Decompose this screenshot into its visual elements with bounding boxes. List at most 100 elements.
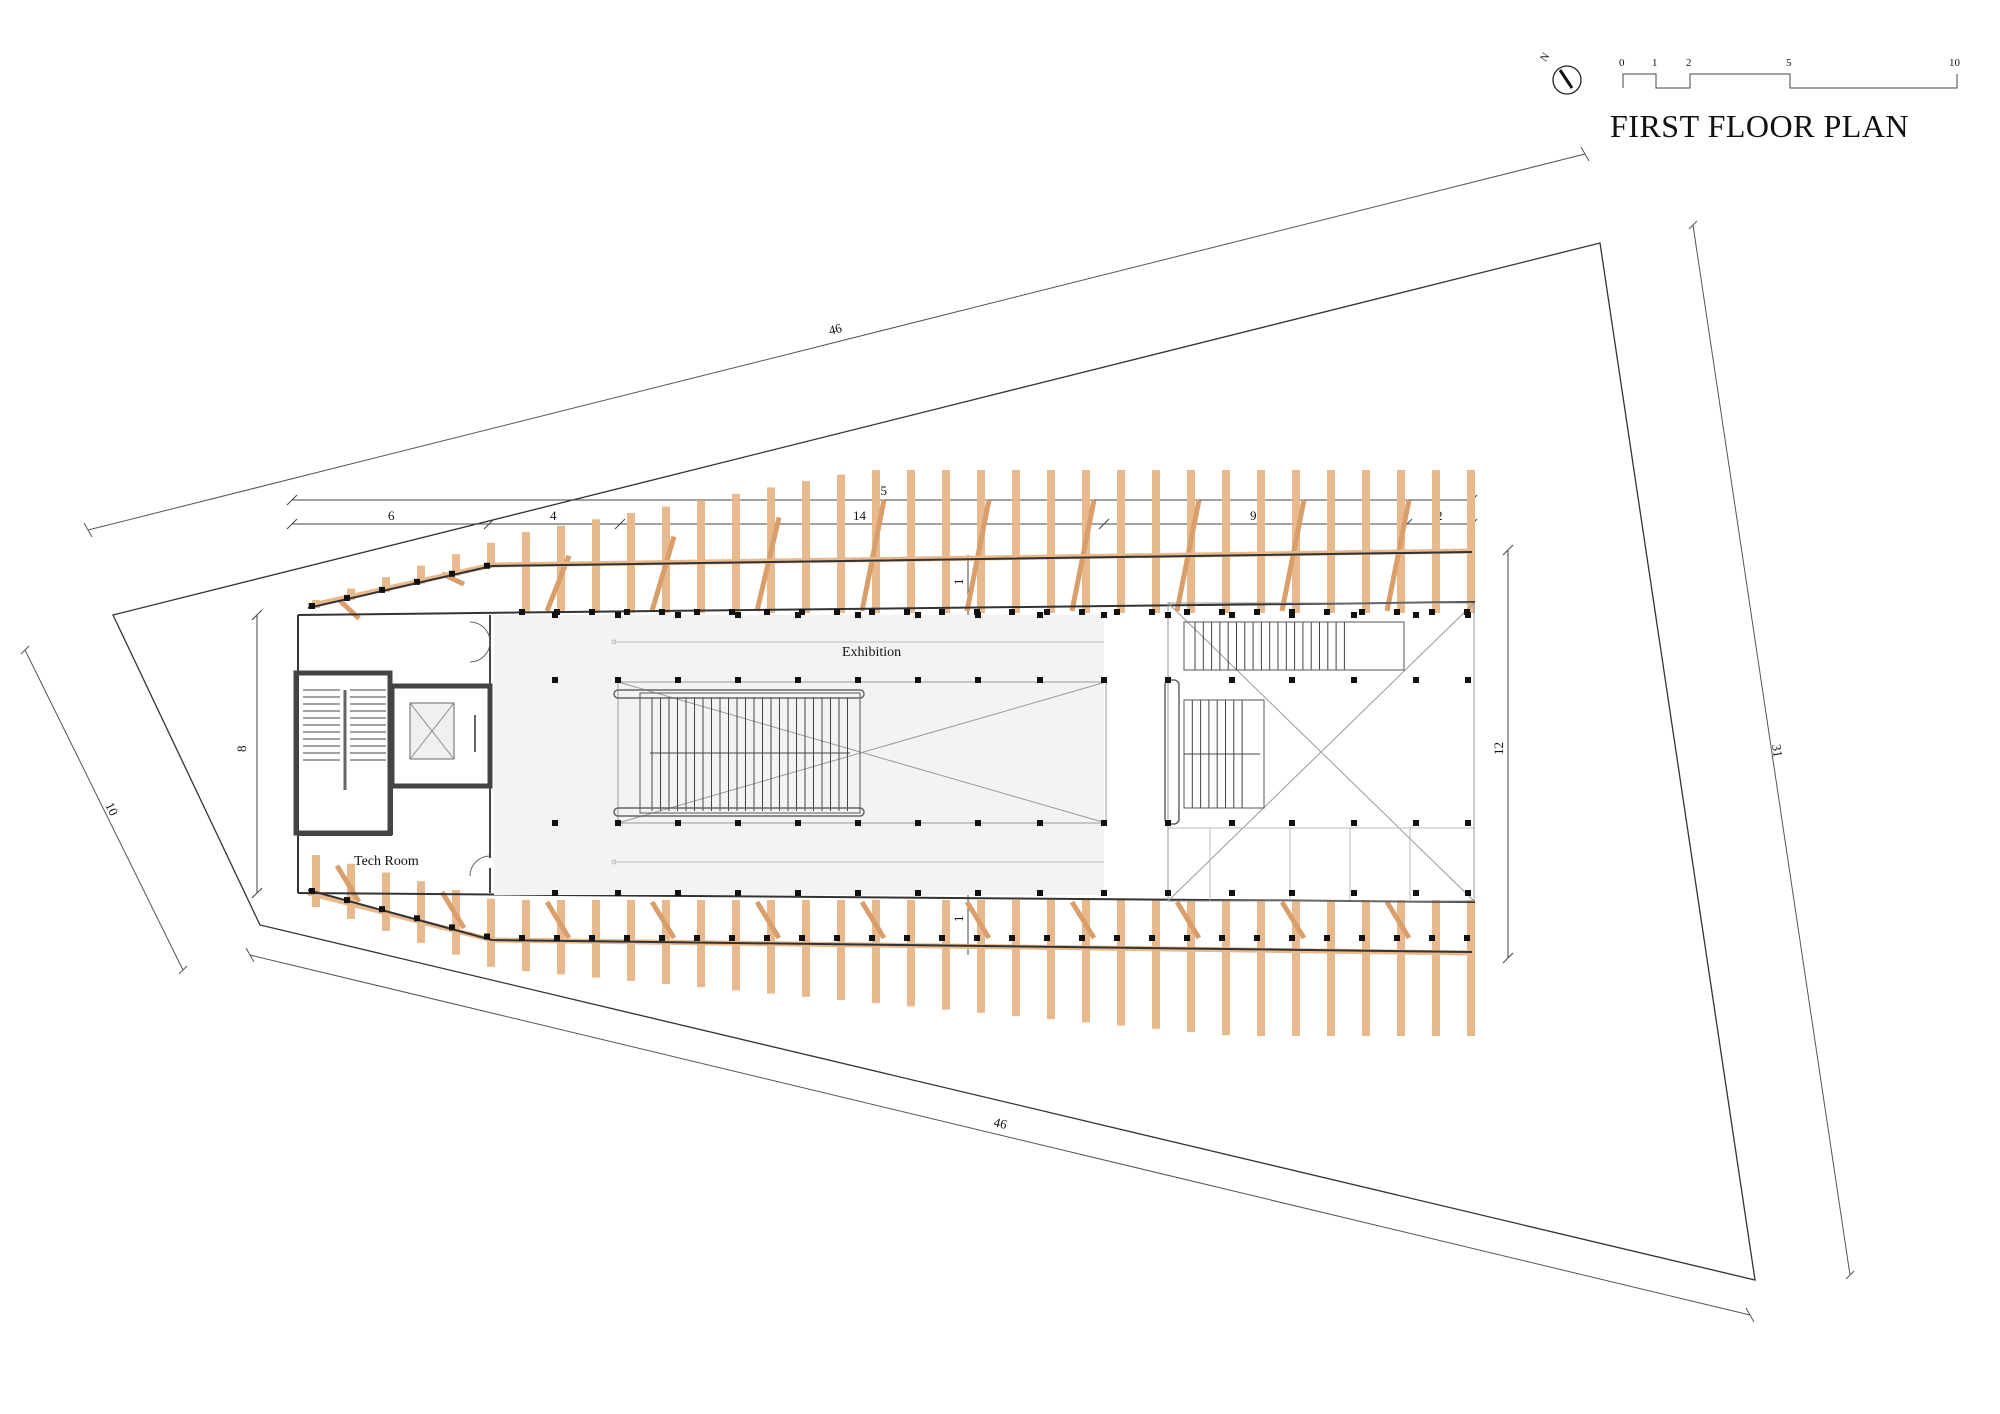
column [675,890,681,896]
column [615,677,621,683]
timber-fin [312,855,320,907]
column [795,677,801,683]
column [615,890,621,896]
timber-brace [544,900,572,940]
column [1351,612,1357,618]
site-dim-right: 31 [1769,743,1786,758]
column [484,562,490,569]
column [1229,820,1235,826]
column [1079,609,1085,615]
column [1359,609,1365,615]
timber-fin [837,900,845,1000]
column [1044,935,1050,941]
timber-fin [1012,470,1020,613]
column [869,935,875,941]
room-label-tech-room: Tech Room [354,854,419,869]
column [1229,612,1235,618]
column [869,609,875,615]
central-stair-rail-bottom [613,807,865,817]
scale-tick-1: 1 [1652,57,1658,69]
timber-fin [1432,900,1440,1036]
column [1465,890,1471,896]
column [552,677,558,683]
timber-brace [1069,900,1097,940]
column [735,890,741,896]
column [379,586,385,593]
column [1037,890,1043,896]
timber-fin [487,542,495,568]
column [795,612,801,618]
column [309,888,315,894]
column [915,820,921,826]
column [1429,609,1435,615]
column [1165,820,1171,826]
column [519,935,525,941]
column [1037,677,1043,683]
voids [617,602,1475,902]
tech-room-walls [298,615,491,893]
column [1413,820,1419,826]
dim-seg-4: 9 [1250,508,1257,523]
timber-brace [1279,900,1307,940]
right-stair-landing-rail [1164,679,1180,825]
column [552,820,558,826]
column [1464,609,1470,615]
column [449,924,455,931]
column [855,612,861,618]
column [344,897,350,904]
timber-fin [942,470,950,613]
column [1009,935,1015,941]
column [915,677,921,683]
room-label-exhibition: Exhibition [842,645,901,660]
structural-columns [309,562,1471,941]
column [795,820,801,826]
timber-brace [754,900,782,940]
column [1351,890,1357,896]
column [659,935,665,941]
column [1289,935,1295,941]
timber-fin [592,519,600,613]
timber-fin [1047,470,1055,613]
column [735,677,741,683]
column [904,609,910,615]
column [764,935,770,941]
column [1254,935,1260,941]
column [975,677,981,683]
column [915,890,921,896]
column [1219,609,1225,615]
column [1289,820,1295,826]
stair-flight-upper [1183,621,1405,671]
timber-fin [1432,470,1440,613]
central-stair [651,697,848,811]
timber-brace [859,900,887,940]
column [659,609,665,615]
column [904,935,910,941]
scale-tick-10: 10 [1949,57,1961,69]
timber-fin [522,532,530,613]
timber-fin [557,900,565,975]
dim-mid-top: 1 [951,579,966,586]
timber-fin [977,900,985,1013]
column [1101,820,1107,826]
column [675,677,681,683]
scale-tick-2: 2 [1686,57,1692,69]
column [1165,612,1171,618]
column [589,609,595,615]
timber-fin [1257,470,1265,613]
column [1324,609,1330,615]
column [795,890,801,896]
right-stair [1183,621,1405,809]
column [1289,677,1295,683]
timber-fin [697,500,705,613]
column [449,570,455,577]
column [414,915,420,922]
timber-brace [1384,499,1412,612]
column [974,609,980,615]
scale-tick-0: 0 [1619,57,1625,69]
timber-fin [382,872,390,931]
timber-brace [1174,900,1202,940]
column [1101,890,1107,896]
timber-fin [802,900,810,997]
column [1351,820,1357,826]
